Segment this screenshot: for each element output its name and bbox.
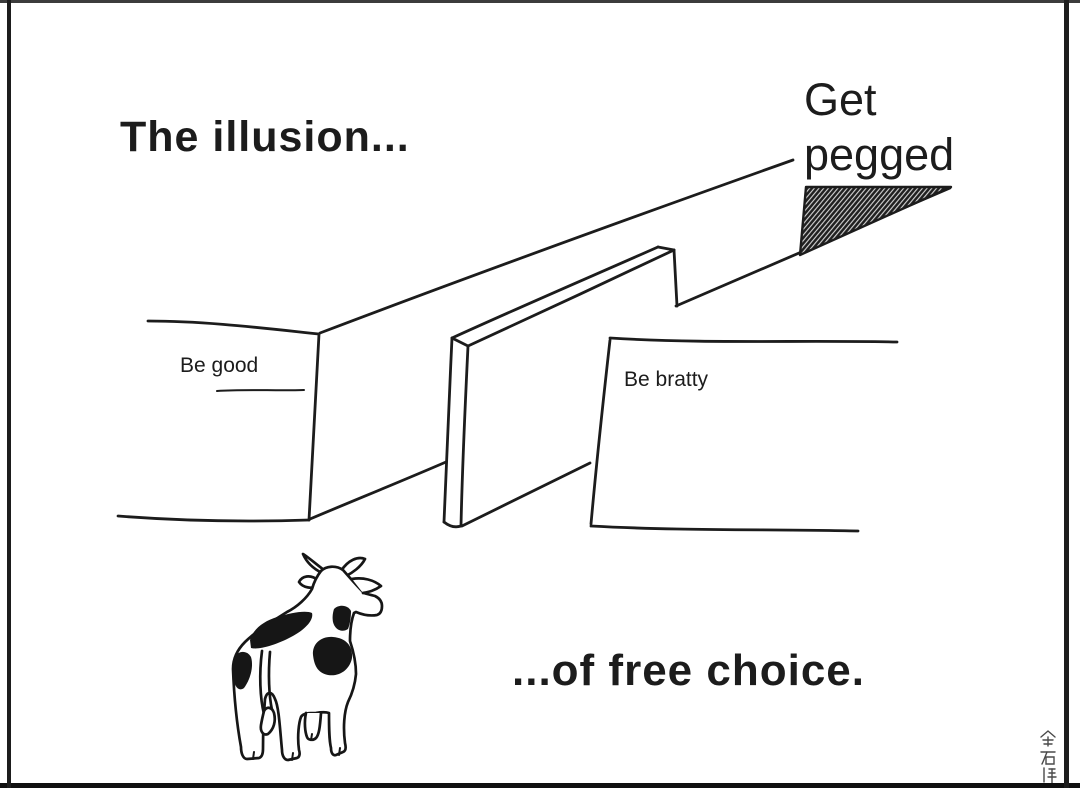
right-path-label: Be bratty <box>624 368 709 391</box>
artist-signature <box>1040 730 1057 784</box>
cow-right-horn <box>339 556 367 578</box>
comic-caption: ...of free choice. <box>512 646 865 695</box>
cow-tail <box>258 649 274 716</box>
frame-top <box>0 0 1080 3</box>
right-wall-drawing <box>589 336 899 533</box>
cow-right-ear-outline <box>350 577 383 595</box>
comic-title: The illusion... <box>120 113 410 161</box>
cow-front-leg-stub <box>303 711 323 742</box>
outcome-line-2: pegged <box>804 129 955 180</box>
frame-bottom <box>0 783 1080 788</box>
cow-tail-tuft <box>259 706 277 736</box>
cow-left-horn <box>301 552 326 575</box>
left-wall-drawing <box>116 319 448 523</box>
cow-hoof-clefts <box>252 733 341 761</box>
be-good-underline <box>216 389 305 392</box>
outcome-line-1: Get <box>804 74 877 125</box>
frame-left <box>7 0 11 788</box>
hatched-wall-end <box>798 185 953 257</box>
center-divider-drawing <box>442 245 679 529</box>
frame-right <box>1064 0 1069 788</box>
cow-drawing <box>231 552 384 762</box>
left-path-label: Be good <box>180 354 259 377</box>
cow-spots <box>233 605 353 690</box>
